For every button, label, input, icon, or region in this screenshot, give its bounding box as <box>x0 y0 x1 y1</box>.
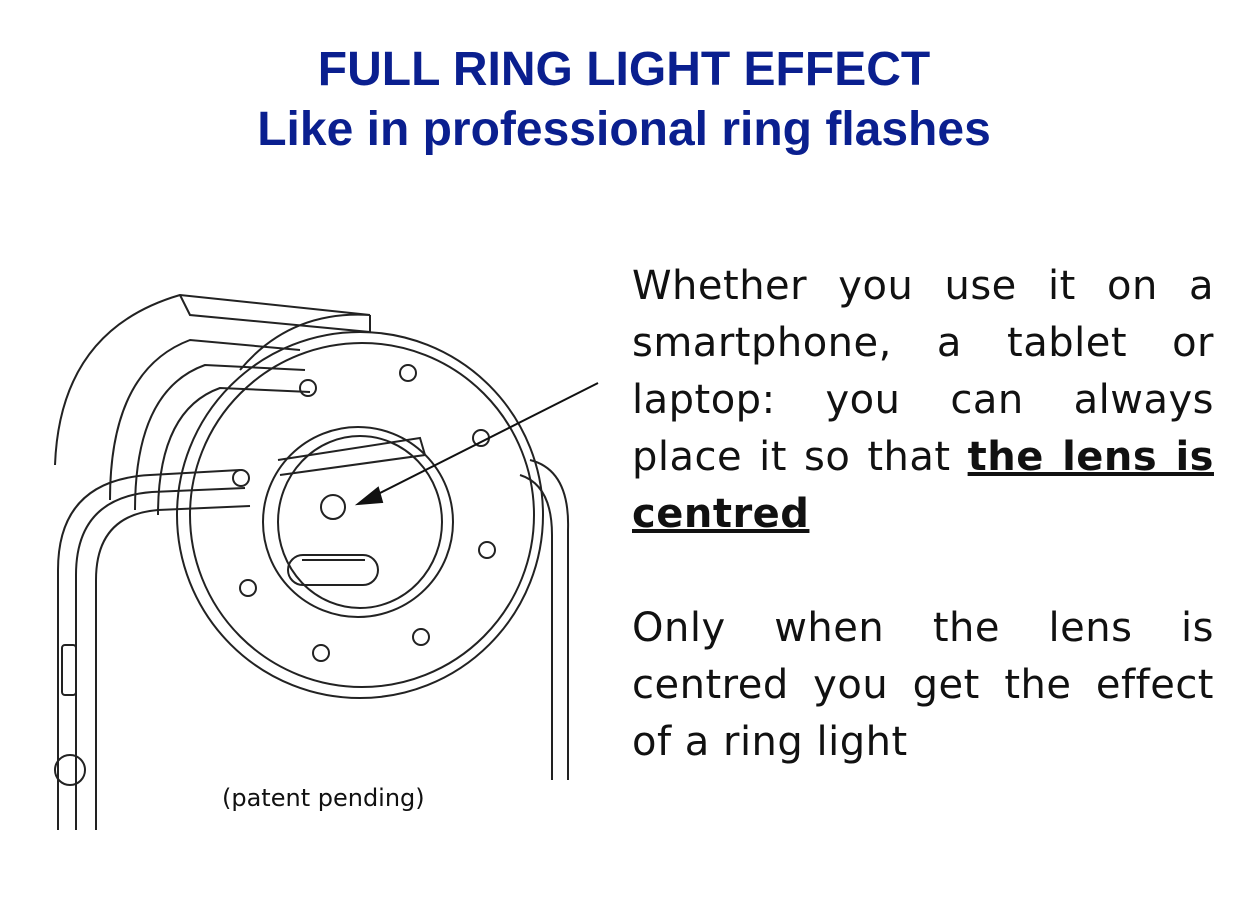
side-button-icon <box>61 644 77 696</box>
device-outline-inner <box>75 487 246 830</box>
title-line-2: Like in professional ring flashes <box>257 103 991 156</box>
clip-body <box>54 293 371 466</box>
device-right-edge <box>529 459 570 780</box>
led-hole-icon <box>399 364 417 382</box>
lens-icon <box>320 494 346 520</box>
device-outline <box>57 469 241 830</box>
device-outline-inner-2 <box>95 505 251 830</box>
lens-centred-emphasis: the lens is centred <box>632 434 1214 537</box>
title-line-1: FULL RING LIGHT EFFECT <box>317 43 931 96</box>
ring-light-illustration <box>54 293 599 830</box>
page-title: FULL RING LIGHT EFFECT Like in professio… <box>0 40 1248 160</box>
side-knob-icon <box>54 754 86 786</box>
ring-inner-opening <box>262 426 454 618</box>
led-hole-icon <box>312 644 330 662</box>
paragraph-placement: Whether you use it on a smartphone, a ta… <box>632 258 1214 543</box>
clip-inner-curve <box>109 338 301 501</box>
led-hole-icon <box>239 579 257 597</box>
led-hole-icon <box>478 541 496 559</box>
led-hole-icon <box>412 628 430 646</box>
led-hole-icon <box>472 429 490 447</box>
clip-top <box>179 294 371 334</box>
clip-inner-curve-2 <box>134 363 306 511</box>
led-hole-icon <box>299 379 317 397</box>
ring-outer <box>176 331 544 699</box>
ring-outer-edge <box>189 342 535 688</box>
pointer-arrow <box>369 382 599 499</box>
slot <box>287 554 379 586</box>
paragraph-effect: Only when the lens is centred you get th… <box>632 605 1214 765</box>
paragraph-placement-text: Whether you use it on a smartphone, a ta… <box>632 263 1214 480</box>
description: Whether you use it on a smartphone, a ta… <box>632 258 1214 771</box>
patent-caption: (patent pending) <box>222 784 425 812</box>
pointer-arrowhead <box>354 486 384 506</box>
device-right-edge-inner <box>519 474 553 780</box>
clip-inner-curve-3 <box>157 386 311 516</box>
rail <box>277 436 427 476</box>
ring-inner-opening-edge <box>277 435 443 609</box>
led-hole-icon <box>232 469 250 487</box>
